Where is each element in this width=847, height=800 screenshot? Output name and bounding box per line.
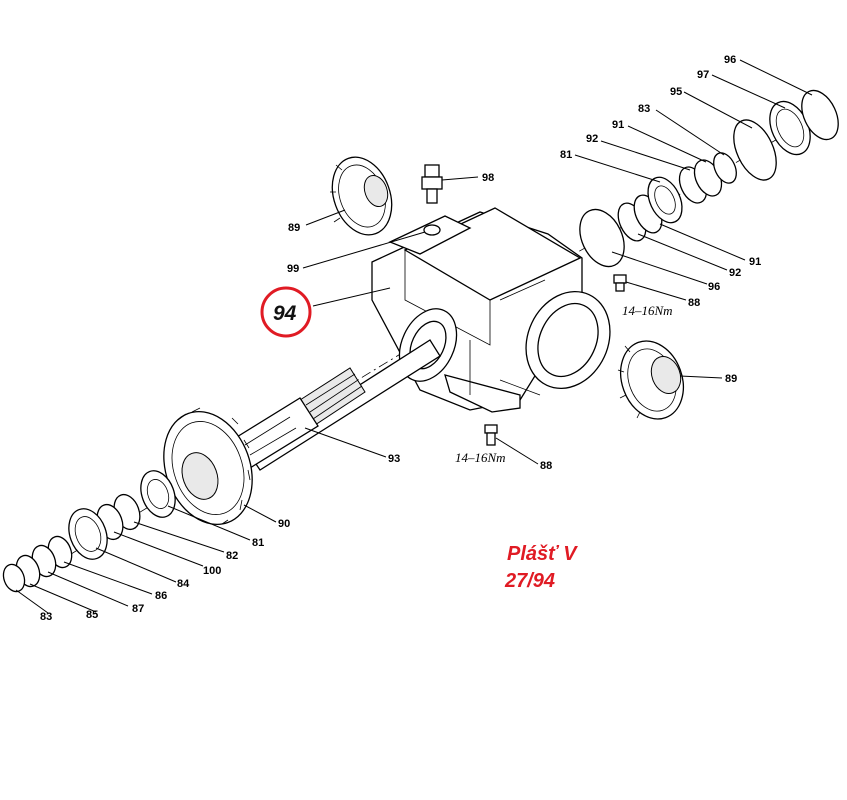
caption-line-1: Plášť V [507, 543, 578, 565]
label-88-right: 88 [688, 297, 700, 309]
label-92-top: 92 [586, 133, 598, 145]
washer-99 [423, 224, 441, 236]
highlight-part-number: 94 [273, 302, 297, 325]
bevel-gear-89-left [330, 156, 393, 236]
plug-88-right [613, 274, 627, 292]
label-88-bottom: 88 [540, 460, 552, 472]
label-91-top: 91 [612, 119, 624, 131]
label-100: 100 [203, 565, 221, 577]
drain-plug-88-bottom [484, 424, 498, 446]
right-bearing-stack [579, 89, 839, 268]
label-83-top: 83 [638, 103, 650, 115]
bevel-gear-90 [163, 407, 253, 526]
highlight-ring [260, 286, 312, 338]
label-96-top: 96 [724, 54, 736, 66]
label-96-right: 96 [708, 281, 720, 293]
vent-plug-98 [421, 164, 443, 204]
label-99: 99 [287, 263, 299, 275]
label-93: 93 [388, 453, 400, 465]
label-81-top: 81 [560, 149, 572, 161]
circlip-83-top [713, 152, 737, 184]
shaft-93 [231, 339, 441, 471]
caption-line-2: 27/94 [504, 570, 555, 592]
label-89-right: 89 [725, 373, 737, 385]
leader-lines [15, 59, 813, 614]
label-91-right: 91 [749, 256, 761, 268]
torque-note-right: 14–16Nm [622, 303, 673, 318]
seal-84 [68, 508, 108, 560]
label-83-bottom: 83 [40, 611, 52, 623]
label-89-left: 89 [288, 222, 300, 234]
left-bearing-stack [2, 470, 176, 593]
label-97: 97 [697, 69, 709, 81]
circlip-83-bottom [2, 563, 26, 593]
bevel-gear-89-right [617, 340, 684, 420]
label-92-right: 92 [729, 267, 741, 279]
seal-95 [733, 119, 777, 181]
label-81-bottom: 81 [252, 537, 264, 549]
label-82: 82 [226, 550, 238, 562]
circlip-96-top [801, 89, 839, 141]
label-84: 84 [177, 578, 190, 590]
label-85: 85 [86, 609, 98, 621]
label-90: 90 [278, 518, 290, 530]
torque-note-bottom: 14–16Nm [455, 450, 506, 465]
label-95: 95 [670, 86, 682, 98]
label-87: 87 [132, 603, 144, 615]
label-98: 98 [482, 172, 494, 184]
label-86: 86 [155, 590, 167, 602]
